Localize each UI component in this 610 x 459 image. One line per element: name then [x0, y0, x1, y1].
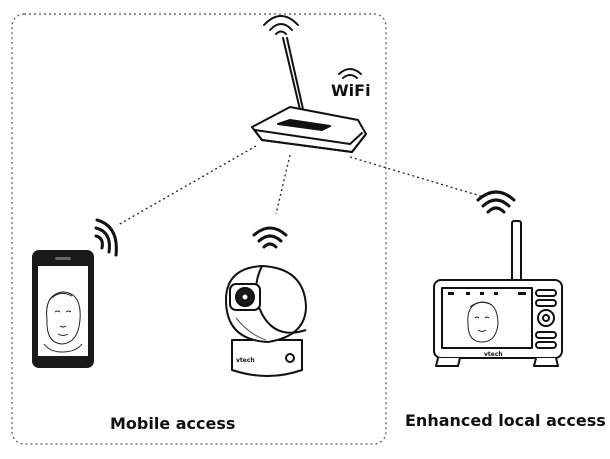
- phone-signal-icon: [94, 218, 118, 257]
- local-access-caption: Enhanced local access: [405, 411, 606, 430]
- wifi-icon: [338, 68, 362, 79]
- camera-icon: [225, 265, 307, 377]
- mobile-access-caption: Mobile access: [110, 414, 236, 433]
- wifi-label: WiFi: [331, 81, 371, 100]
- camera-signal-icon: [252, 226, 288, 249]
- link-router-camera: [275, 154, 291, 215]
- mobile-access-boundary: [11, 13, 387, 445]
- router-icon: [251, 15, 367, 153]
- smartphone-icon: [32, 250, 94, 368]
- monitor-brand-label: vtech: [484, 351, 503, 358]
- link-router-phone: [117, 145, 257, 226]
- connection-lines: [117, 145, 485, 226]
- camera-brand-label: vtech: [236, 357, 255, 364]
- link-router-monitor: [349, 156, 485, 198]
- monitor-signal-icon: [476, 190, 516, 214]
- monitor-icon: [433, 220, 563, 367]
